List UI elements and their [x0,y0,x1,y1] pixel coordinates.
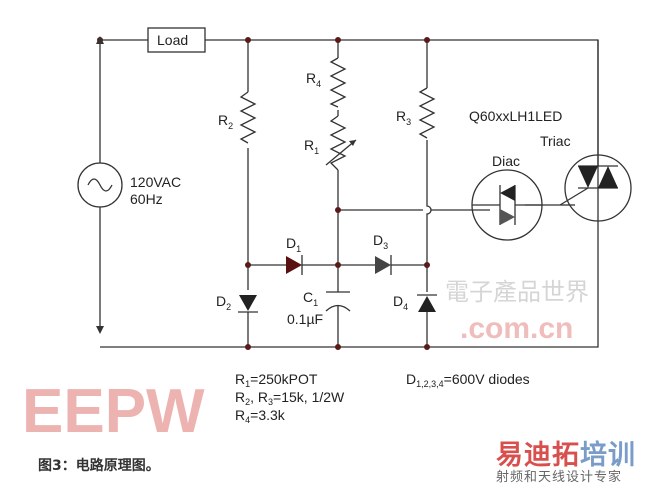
d2-label: D2 [216,293,231,312]
logo-tagline: 射频和天线设计专家 [496,470,623,483]
note-r4: R4=3.3k [235,407,286,425]
watermark: EEPW 電子產品世界 .com.cn [22,278,589,446]
note-diodes: D1,2,3,4=600V diodes [406,371,530,389]
source-frequency: 60Hz [130,191,163,207]
load-box [147,27,206,53]
d1-label: D1 [286,235,301,254]
load-label: Load [157,32,188,48]
c1-label: C1 [303,289,318,308]
diode-d3-icon [375,255,392,275]
r4-label: R4 [306,70,321,89]
part-number: Q60xxLH1LED [469,108,562,124]
watermark-cn: 電子產品世界 [445,278,589,306]
diac-icon [471,169,543,241]
source-voltage: 120VAC [130,174,181,190]
site-logo: 易迪拓培训 [496,433,636,472]
resistor-r2-icon [239,91,257,144]
triac-icon [559,40,632,222]
diac-label: Diac [492,153,520,169]
diode-d1-icon [286,255,303,275]
pot-arrowhead-icon [349,140,356,146]
capacitor-c1-icon [325,291,351,312]
note-r2-r3: R2, R3=15k, 1/2W [235,389,345,407]
r2-label: R2 [218,112,233,131]
logo-part1: 易迪拓 [496,440,580,471]
resistor-r4-icon [329,57,347,108]
wires [99,39,599,348]
watermark-domain: .com.cn [460,312,573,345]
r1-label: R1 [304,137,319,156]
c1-value: 0.1µF [287,311,323,327]
r3-label: R3 [396,108,411,127]
ac-source-icon [77,162,123,208]
figure-caption: 图3：电路原理图。 [38,458,160,474]
triac-label: Triac [540,133,571,149]
d3-label: D3 [373,232,388,251]
d4-label: D4 [393,293,408,312]
resistor-r3-icon [418,87,436,139]
pot-arrow-icon [325,139,357,166]
potentiometer-r1-icon [329,115,347,171]
diode-d4-icon [417,294,437,312]
note-r1: R1=250kPOT [235,371,318,389]
logo-part2: 培训 [580,440,636,471]
watermark-brand: EEPW [22,377,205,446]
diode-d2-icon [238,295,258,313]
